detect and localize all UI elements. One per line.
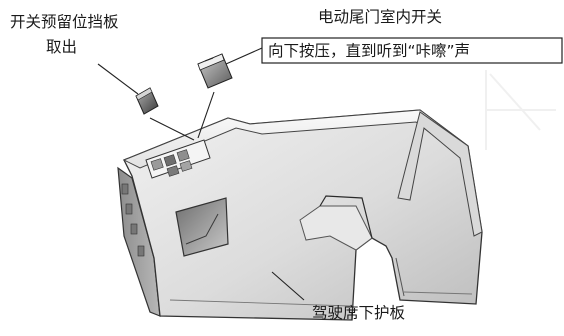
callout-panel-name: 驾驶席下护板 — [312, 304, 405, 322]
callout-switch-title: 电动尾门室内开关 — [318, 8, 442, 26]
switch-bank — [145, 139, 211, 179]
callout-instruction-box — [261, 37, 563, 64]
panel-recess — [175, 197, 229, 257]
tailgate-switch — [197, 53, 233, 89]
leader-cover-to-bank — [149, 117, 195, 141]
callout-blank-cover: 开关预留位挡板 取出 — [10, 13, 119, 56]
blank-cover-plate — [135, 87, 159, 115]
callout-tailgate-switch: 电动尾门室内开关 向下按压，直到听到“咔嚓”声 — [261, 8, 563, 64]
leader-cover — [97, 63, 139, 95]
watermark — [485, 70, 556, 150]
callout-switch-instruction: 向下按压，直到听到“咔嚓”声 — [268, 42, 470, 60]
lower-trim-panel — [117, 109, 483, 321]
mounting-clips — [121, 183, 145, 257]
leader-switch — [225, 47, 263, 65]
callout-cover-line2: 取出 — [46, 38, 77, 56]
leader-lines — [97, 47, 305, 301]
callout-trim-panel: 驾驶席下护板 — [312, 304, 405, 322]
callout-cover-line1: 开关预留位挡板 — [10, 13, 119, 31]
leader-panel — [271, 271, 305, 301]
leader-switch-to-bank — [197, 91, 215, 139]
